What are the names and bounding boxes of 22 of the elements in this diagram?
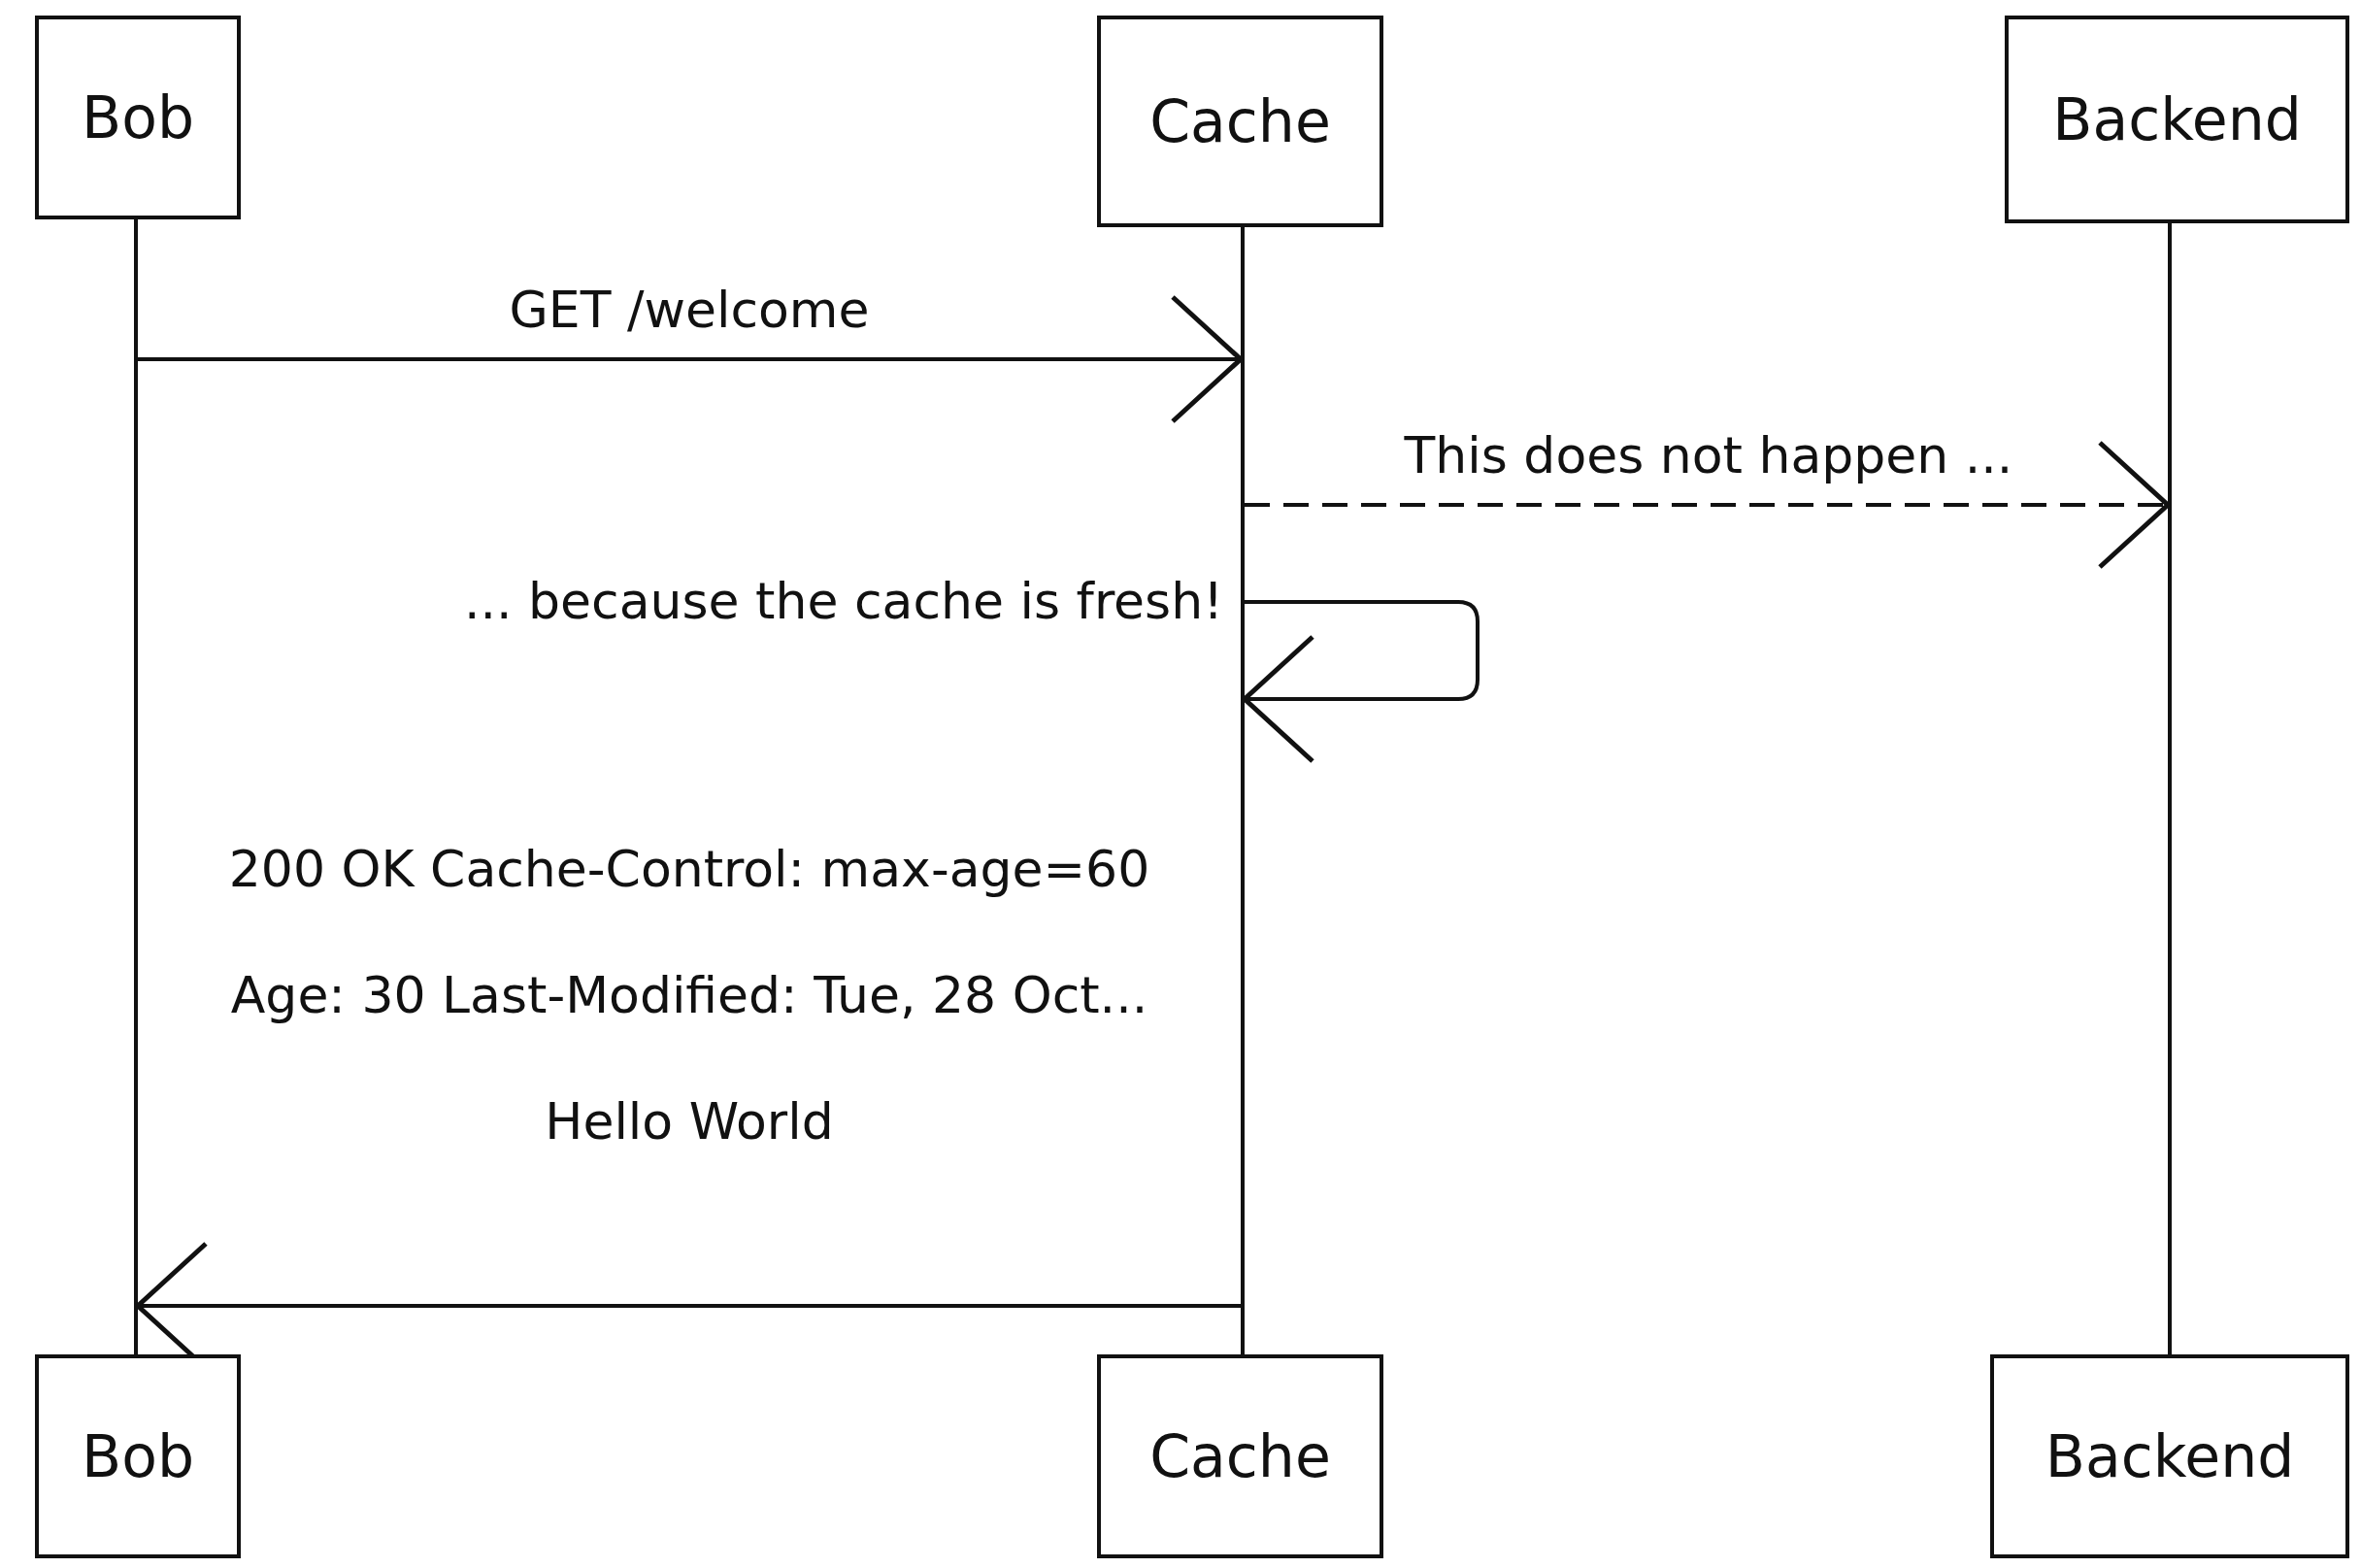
participant-box (1990, 1354, 2349, 1558)
participant-box (35, 16, 241, 219)
message-label: 200 OK Cache-Control: max-age=60 Age: 30 Last-Modified: Tue, 28 Oct... Hello World (227, 839, 1151, 1152)
message-arrow (1245, 440, 2171, 570)
message-arrow (1242, 600, 1480, 764)
participant-name: Backend (2045, 1422, 2295, 1490)
participant-box (1097, 16, 1383, 227)
participant-box (2005, 16, 2349, 223)
lifeline (1241, 227, 1245, 1354)
lifeline (134, 219, 138, 1354)
message-label: GET /welcome (508, 280, 871, 341)
lifeline (2168, 223, 2172, 1354)
message-label: This does not happen ... (1403, 425, 2014, 486)
participant-name: Bob (82, 83, 194, 151)
participant-name: Backend (2052, 85, 2302, 153)
participant-box (1097, 1354, 1383, 1558)
participant-box (35, 1354, 241, 1558)
participant-name: Cache (1149, 1422, 1331, 1490)
message-label: ... because the cache is fresh! (462, 571, 1223, 632)
message-arrow (138, 294, 1244, 424)
participant-name: Cache (1149, 87, 1331, 155)
participant-name: Bob (82, 1422, 194, 1490)
